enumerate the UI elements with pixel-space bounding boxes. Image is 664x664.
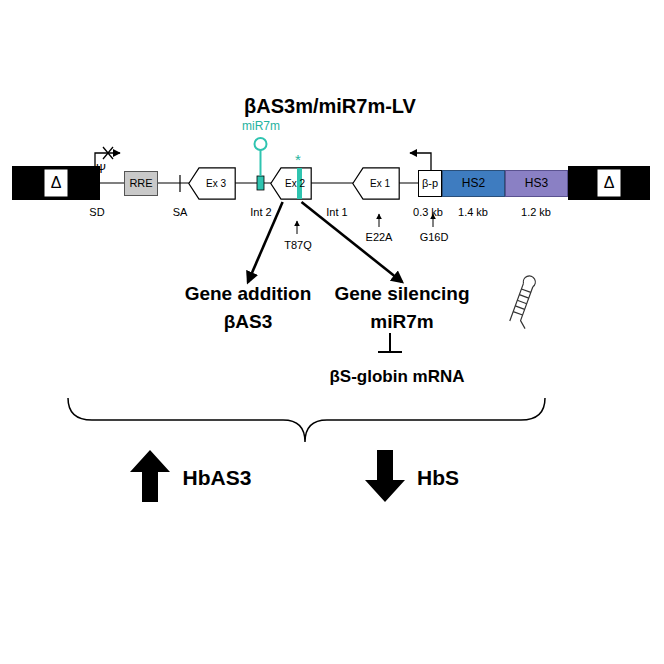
node-text: miR7m: [370, 308, 433, 336]
exon-arrow: Ex 2: [270, 167, 312, 200]
sd-tick: [96, 175, 97, 192]
node-text: HS2: [462, 177, 485, 190]
node-text: βAS3: [224, 308, 273, 336]
mutation-pointer: [297, 221, 298, 234]
brace: [68, 398, 545, 442]
mir-insert: [257, 176, 264, 190]
annotation-label: Int 1: [326, 206, 347, 218]
hairpin-stem: [260, 150, 262, 176]
annotation-label: 0.3 kb: [413, 206, 443, 218]
cross-mark: [103, 147, 113, 159]
annotation-label: SA: [173, 206, 188, 218]
annotation-label: G16D: [420, 231, 449, 243]
rre-box: RRE: [124, 171, 158, 196]
node-text: Ex 1: [370, 178, 390, 189]
annotation-label: 1.4 kb: [458, 206, 488, 218]
gene-addition-block: Gene additionβAS3: [181, 278, 316, 338]
promoter-arrow: [410, 153, 431, 170]
pathway-arrow: [248, 202, 283, 282]
ltr-delta-box: Δ: [44, 169, 68, 197]
node-text: Δ: [51, 174, 62, 192]
node-text: Gene addition: [185, 280, 312, 308]
node-text: Ex 3: [206, 178, 226, 189]
ltr-delta-box: Δ: [597, 169, 621, 197]
annotation-label: *: [295, 152, 301, 169]
node-text: HS3: [525, 177, 548, 190]
hs2-box: HS2: [442, 170, 505, 197]
node-text: Gene silencing: [334, 280, 469, 308]
annotation-label: E22A: [366, 231, 393, 243]
node-text: Ex 2: [285, 178, 305, 189]
inhibition-line: [389, 333, 391, 352]
sa-tick: [179, 175, 180, 192]
node-text: Δ: [604, 174, 615, 192]
exon-arrow: Ex 3: [188, 167, 236, 200]
hairpin-loop: [255, 138, 267, 150]
ltr-right: [568, 166, 650, 200]
inhibition-bar: [378, 351, 402, 353]
annotation-label: 1.2 kb: [521, 206, 551, 218]
ltr-left: [12, 166, 100, 200]
annotation-label: HbS: [417, 466, 459, 489]
increase-arrow: [130, 450, 170, 502]
decrease-arrow: [365, 450, 405, 502]
promoter-box: β-p: [418, 170, 442, 197]
hairpin-icon: [508, 274, 542, 328]
annotation-label: Int 2: [250, 206, 271, 218]
pathway-arrow: [302, 202, 403, 282]
gene-silencing-block: Gene silencingmiR7m: [330, 278, 474, 338]
diagram-title: βAS3m/miR7m-LV: [244, 95, 416, 117]
node-text: RRE: [129, 177, 152, 189]
annotation-label: miR7m: [242, 120, 280, 133]
exon-arrow: Ex 1: [352, 167, 400, 200]
node-text: β-p: [422, 177, 438, 189]
annotation-label: SD: [89, 206, 104, 218]
annotation-label: HbAS3: [183, 466, 252, 489]
annotation-label: Ψ: [96, 163, 106, 176]
annotation-label: T87Q: [284, 239, 312, 251]
mutation-pointer: [379, 214, 380, 227]
hs3-box: HS3: [505, 170, 568, 197]
annotation-label: βS-globin mRNA: [329, 368, 464, 387]
